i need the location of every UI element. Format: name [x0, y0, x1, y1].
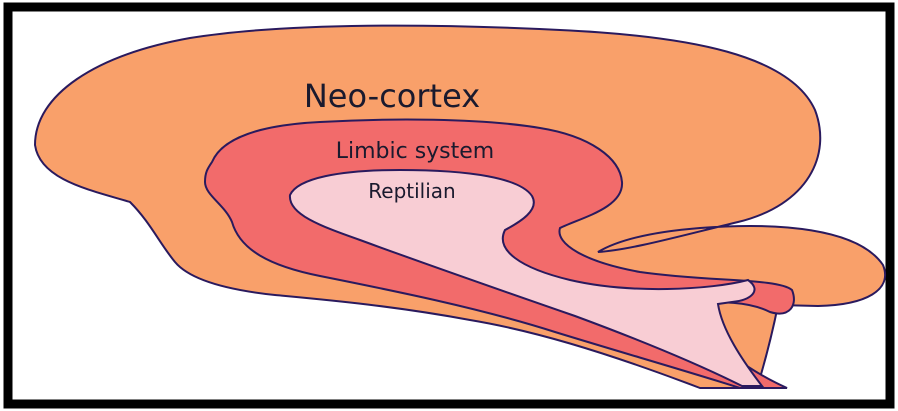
- limbic-label: Limbic system: [336, 139, 495, 164]
- neocortex-label: Neo-cortex: [304, 77, 480, 115]
- reptilian-label: Reptilian: [368, 179, 455, 203]
